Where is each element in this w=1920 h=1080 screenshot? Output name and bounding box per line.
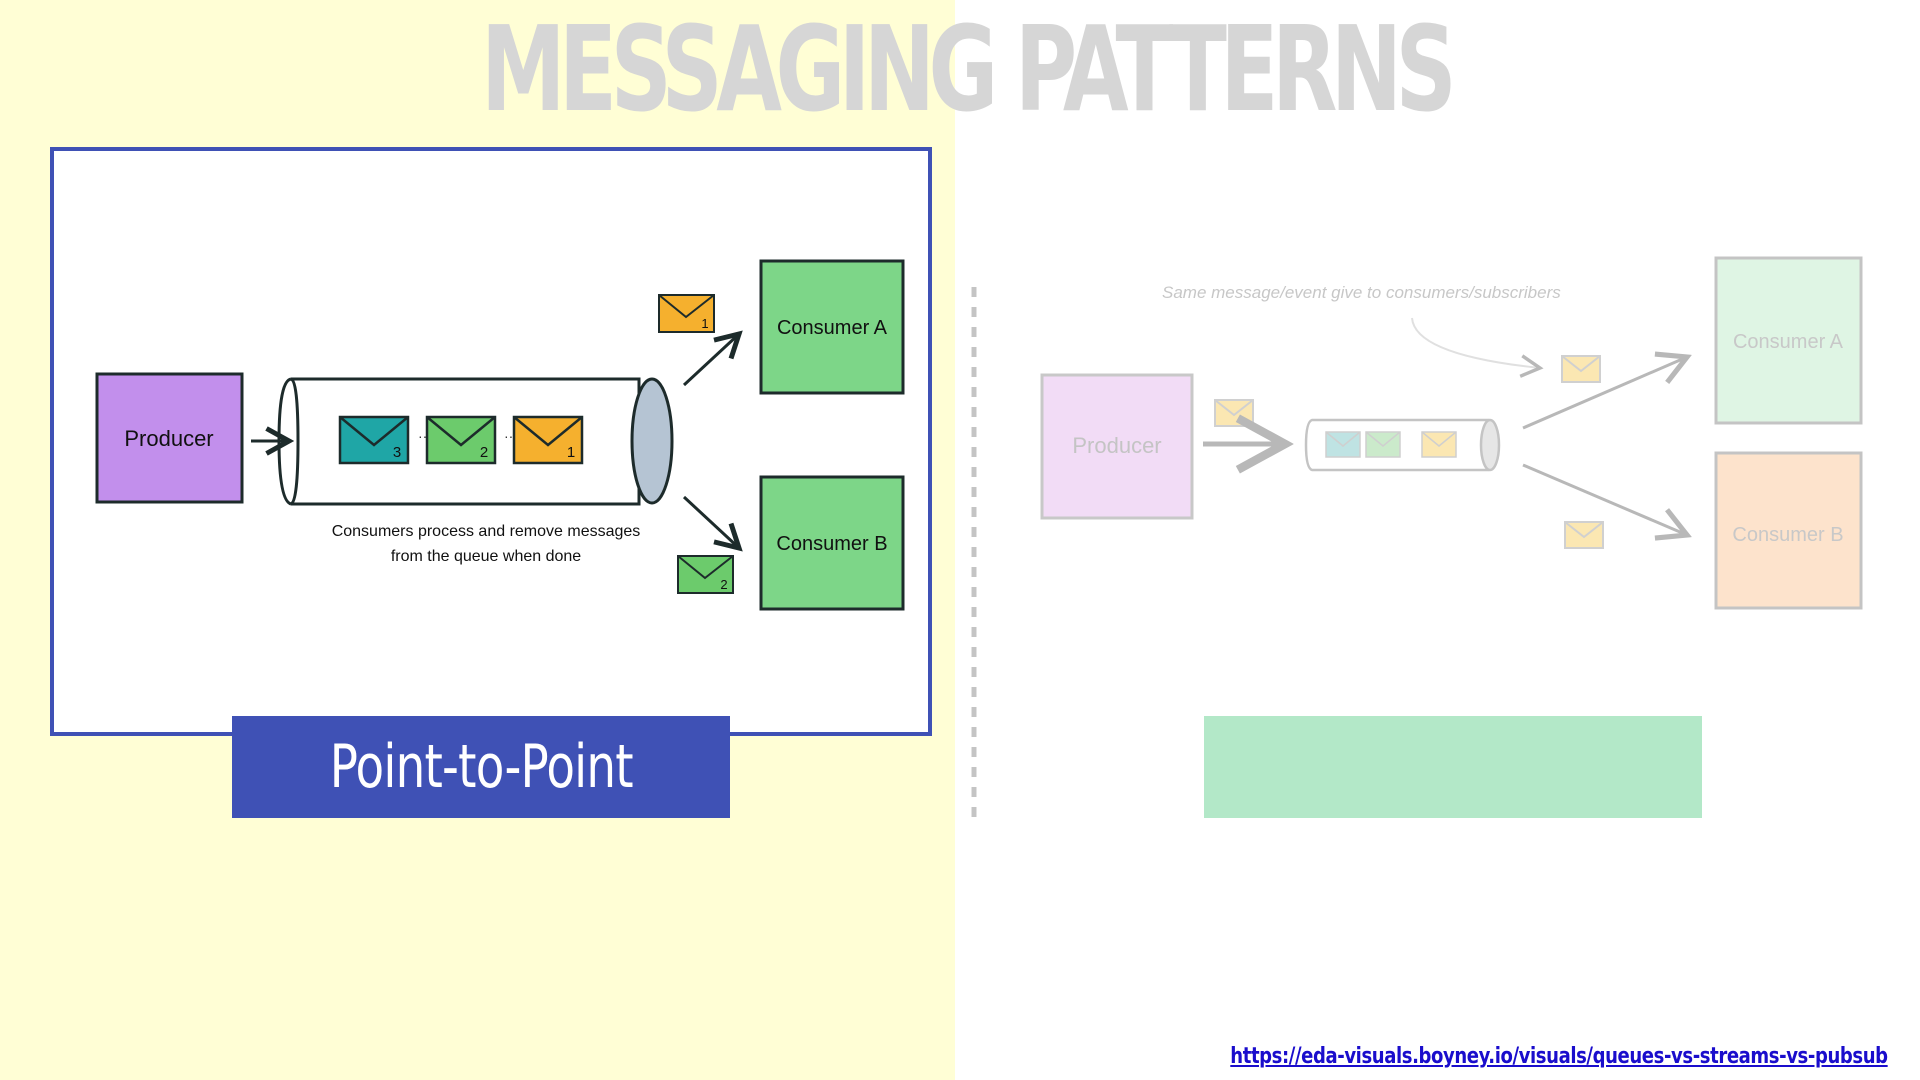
consumer-b-box: Consumer B bbox=[759, 475, 905, 611]
queue-envelope-2: 2 bbox=[425, 415, 497, 465]
message-to-consumer-b-number: 2 bbox=[720, 577, 727, 592]
queue-caption-line2: from the queue when done bbox=[391, 548, 581, 565]
pub-sub-envelope-to-b bbox=[1564, 521, 1604, 549]
pub-sub-consumer-a-label: Consumer A bbox=[1733, 331, 1844, 353]
pub-sub-consumer-b-label: Consumer B bbox=[1732, 524, 1843, 546]
queue-caption-line1: Consumers process and remove messages bbox=[332, 523, 641, 540]
pub-sub-diagram: Same message/event give to consumers/sub… bbox=[1040, 256, 1863, 610]
annotation-arrow bbox=[1411, 317, 1540, 368]
queue-envelope-3-number: 3 bbox=[393, 444, 401, 461]
pub-sub-arrow-to-consumer-a bbox=[1522, 357, 1687, 430]
dashed-divider bbox=[971, 287, 977, 817]
pub-sub-arrow-to-consumer-b bbox=[1522, 463, 1687, 535]
queue-to-consumer-b-arrow bbox=[682, 495, 739, 548]
pub-sub-consumer-b-box: Consumer B bbox=[1714, 451, 1863, 610]
pub-sub-producer-box: Producer bbox=[1040, 373, 1194, 520]
producer-box: Producer bbox=[95, 372, 244, 504]
point-to-point-label: Point-to-Point bbox=[232, 716, 730, 818]
queue-envelope-3: 3 bbox=[338, 415, 410, 465]
consumer-a-box: Consumer A bbox=[759, 259, 905, 395]
pub-sub-annotation: Same message/event give to consumers/sub… bbox=[1162, 283, 1561, 302]
point-to-point-diagram: Producer 3 ·· 2 ·· 1 bbox=[95, 259, 905, 611]
source-link[interactable]: https://eda-visuals.boyney.io/visuals/qu… bbox=[1230, 1044, 1889, 1069]
pub-sub-producer-label: Producer bbox=[1072, 433, 1161, 458]
queue-dots-1: ·· bbox=[418, 428, 427, 444]
message-to-consumer-a: 1 bbox=[658, 294, 715, 333]
point-to-point-panel: Producer 3 ·· 2 ·· 1 bbox=[50, 147, 932, 736]
pub-sub-consumer-a-box: Consumer A bbox=[1714, 256, 1863, 425]
consumer-b-label: Consumer B bbox=[776, 533, 887, 555]
message-to-consumer-a-number: 1 bbox=[701, 316, 708, 331]
queue-envelope-1: 1 bbox=[512, 415, 584, 465]
producer-label: Producer bbox=[124, 426, 213, 451]
pub-sub-envelope-to-a bbox=[1561, 355, 1601, 383]
pub-sub-topic-tube bbox=[1304, 418, 1501, 472]
queue-envelope-1-number: 1 bbox=[567, 444, 575, 461]
point-to-point-label-text: Point-to-Point bbox=[329, 732, 633, 802]
queue-to-consumer-a-arrow bbox=[682, 334, 739, 387]
pub-sub-envelope-producer bbox=[1214, 399, 1254, 427]
queue-envelope-2-number: 2 bbox=[480, 444, 488, 461]
consumer-a-label: Consumer A bbox=[777, 317, 888, 339]
queue-dots-2: ·· bbox=[504, 428, 513, 444]
slide-title: MESSAGING PATTERNS bbox=[480, 0, 1457, 138]
pub-sub-label bbox=[1204, 716, 1702, 818]
message-to-consumer-b: 2 bbox=[677, 555, 734, 594]
